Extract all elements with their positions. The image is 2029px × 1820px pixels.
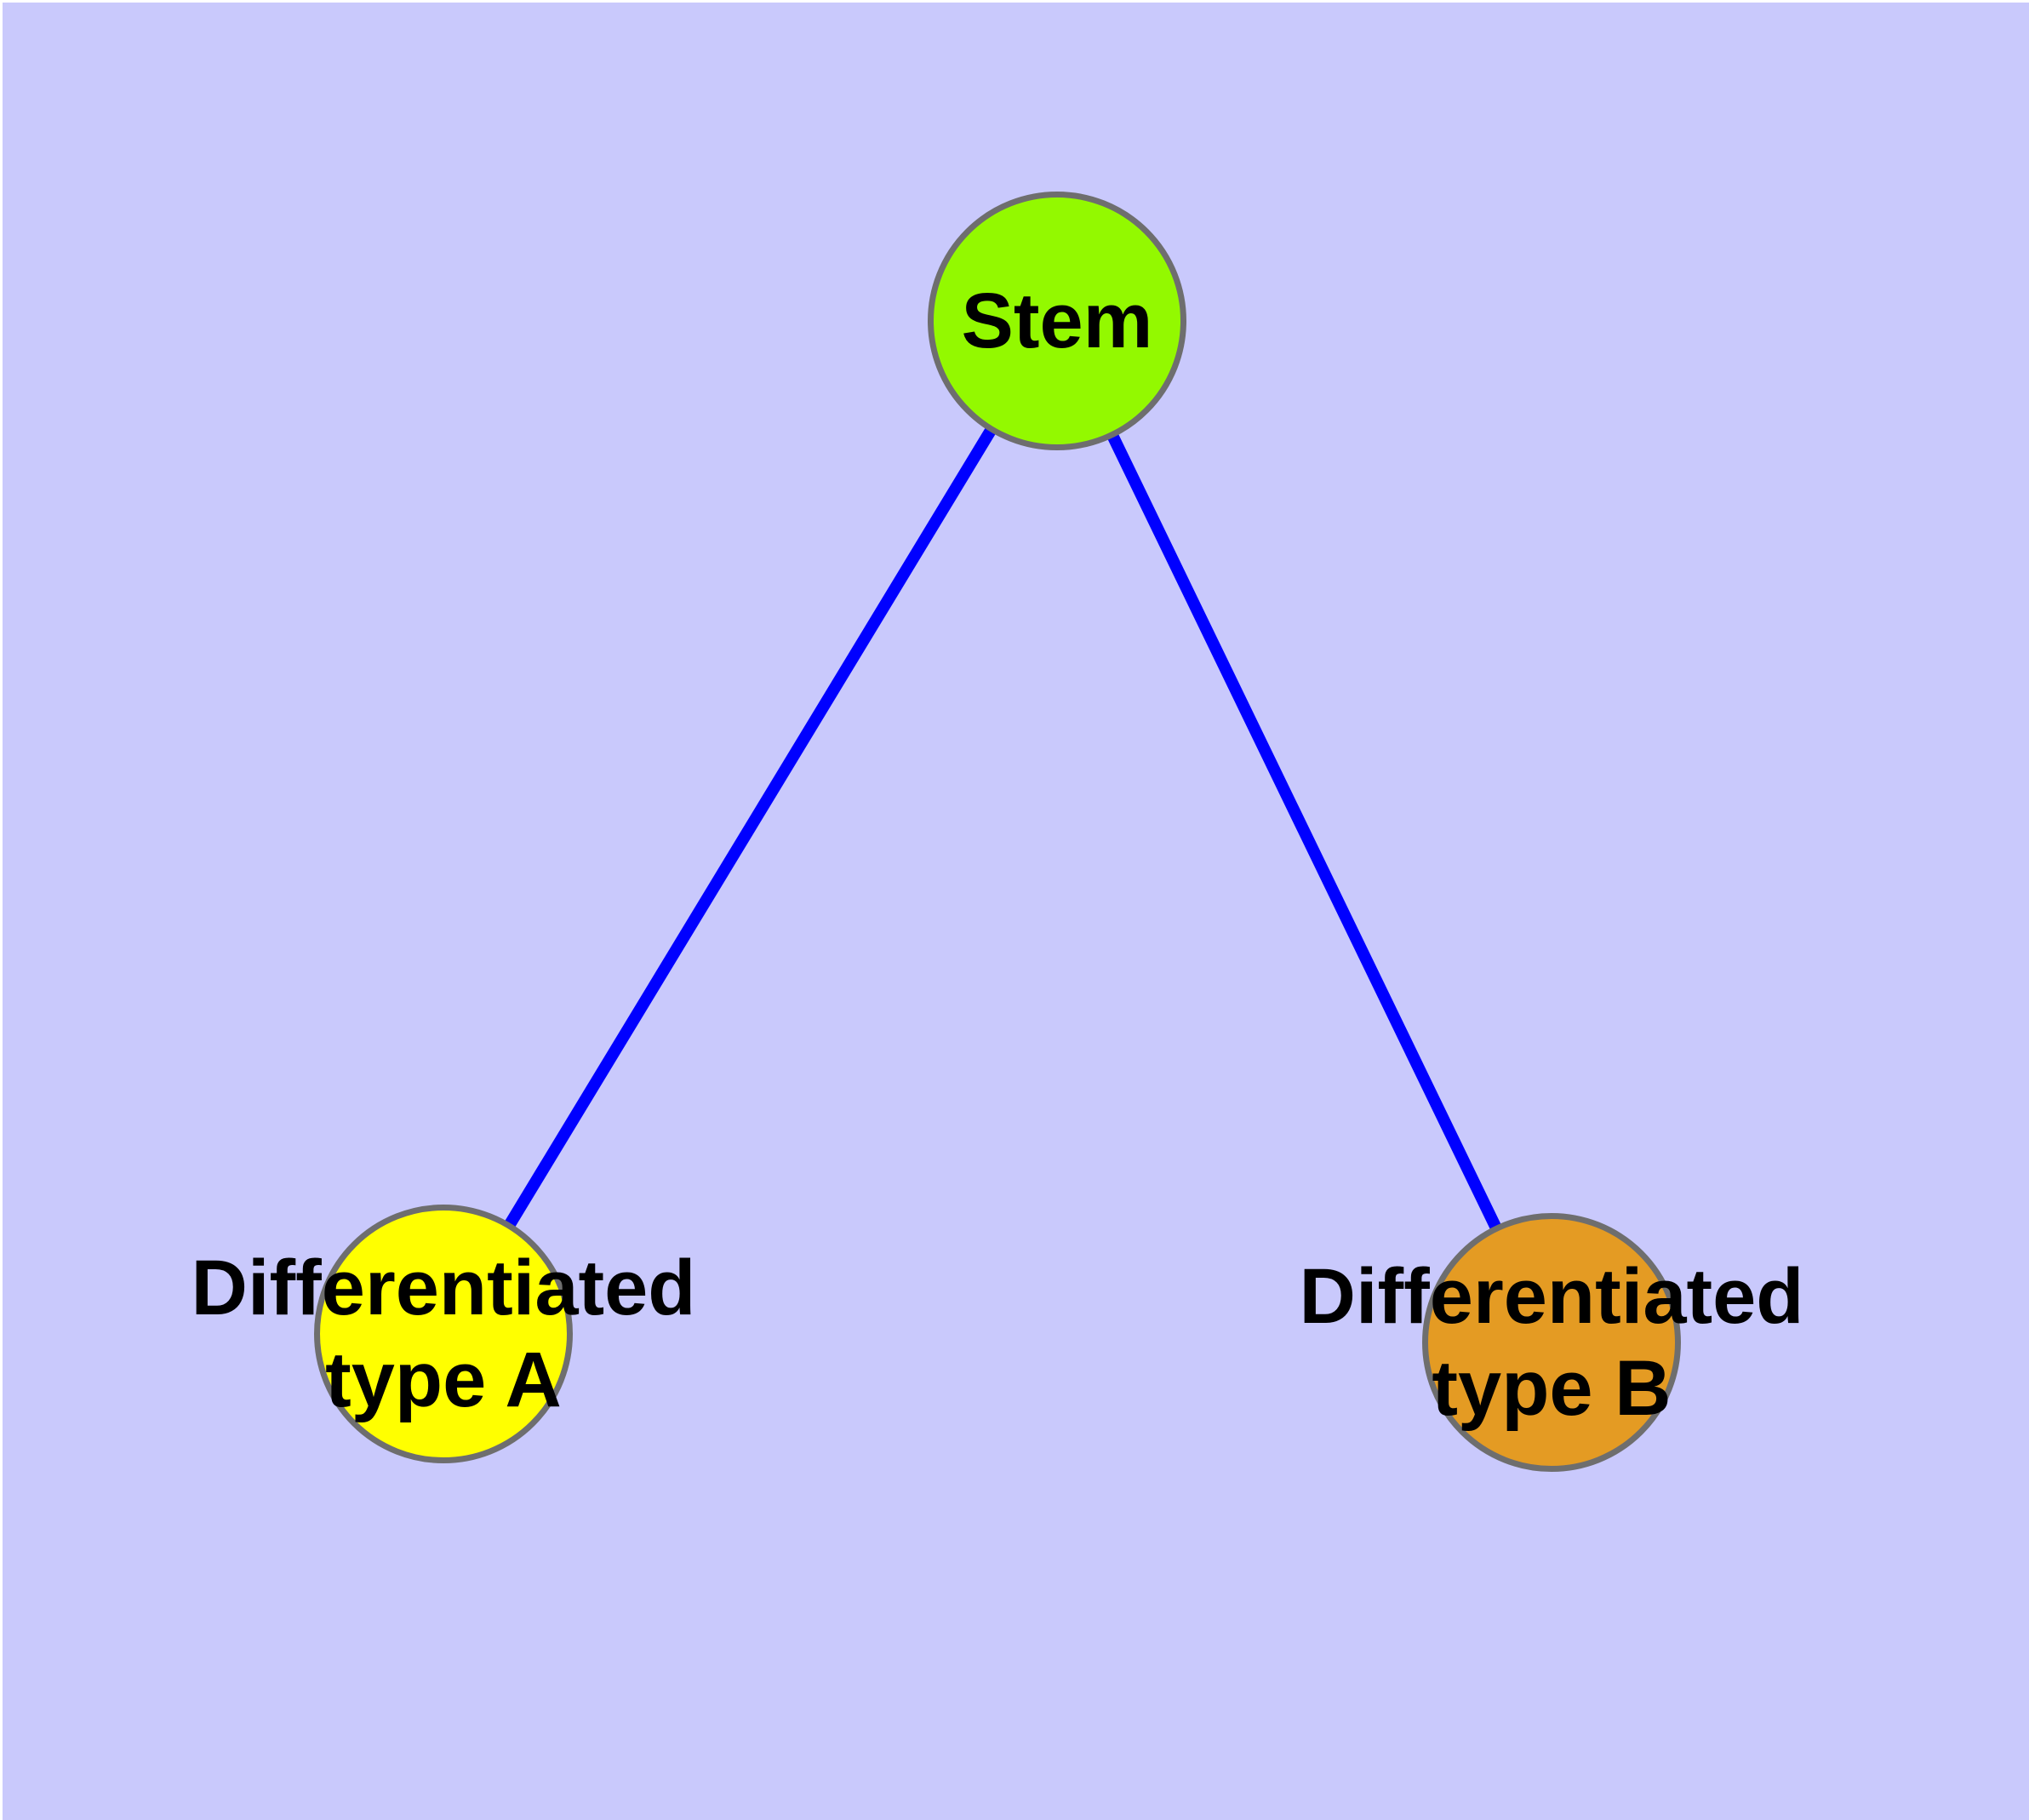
node-differentiated-type-a [314,1205,573,1463]
label-type-a-line2: type A [325,1336,562,1423]
label-type-b-line2: type B [1432,1345,1672,1432]
label-differentiated-type-b: Differentiated type B [1300,1251,1804,1434]
edge-stem-to-type-b [1051,318,1557,1346]
label-type-a-line1: Differentiated [191,1245,696,1331]
label-stem-line1: Stem [961,278,1153,364]
label-differentiated-type-a: Differentiated type A [191,1242,696,1426]
edge-stem-to-type-a [438,318,1062,1337]
node-stem [928,192,1186,450]
node-differentiated-type-b [1422,1213,1681,1472]
edges-layer [438,318,1557,1346]
label-type-b-line1: Differentiated [1299,1253,1804,1340]
label-stem: Stem [962,275,1153,367]
diagram-canvas: Stem Differentiated type A Differentiate… [3,3,2029,1820]
